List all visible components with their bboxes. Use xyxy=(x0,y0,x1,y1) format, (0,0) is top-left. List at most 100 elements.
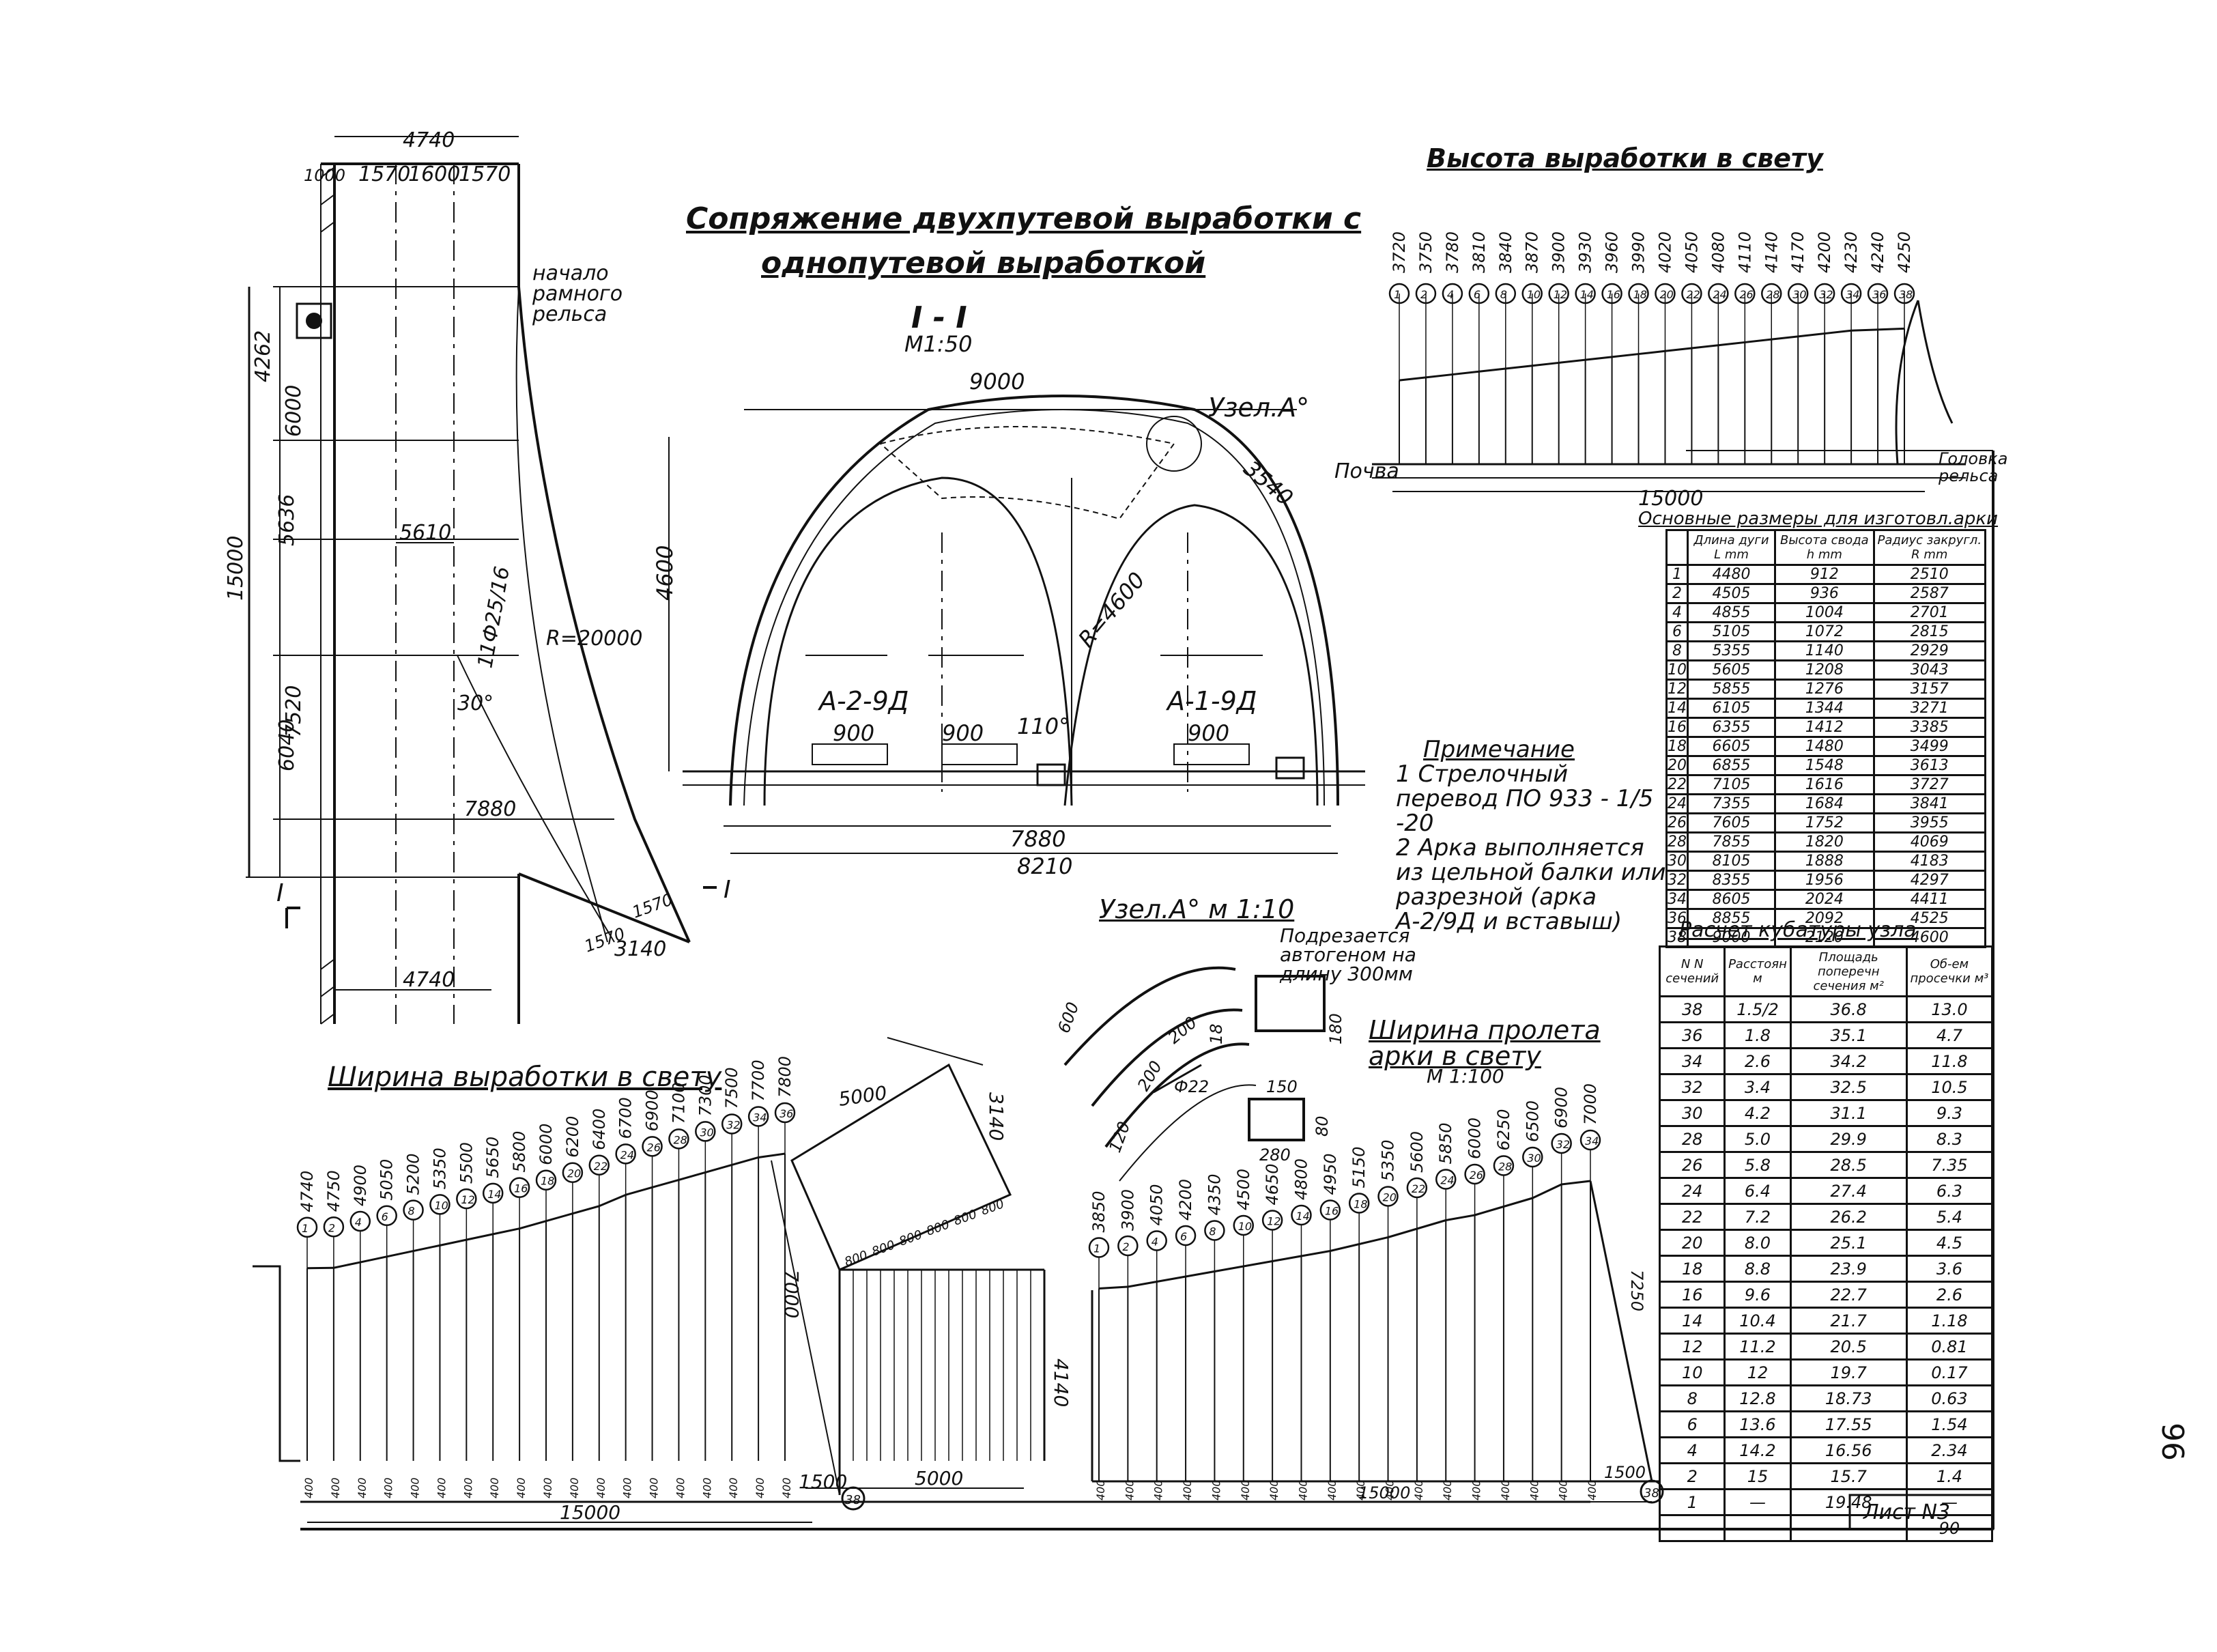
table-cell: 36 xyxy=(1665,908,1689,929)
span-end: 1500 xyxy=(1604,1463,1646,1482)
span-section-marker xyxy=(1088,1237,1110,1258)
table-cell: 2.34 xyxy=(1905,1436,1994,1464)
table-cell: 8 xyxy=(1665,640,1689,661)
span-profile-seg xyxy=(1416,1219,1446,1230)
node-dim: 150 xyxy=(1266,1077,1298,1096)
table-cell: 3955 xyxy=(1872,812,1987,834)
height-profile-seg xyxy=(1718,341,1745,347)
table-cell: 2 xyxy=(1658,1462,1726,1490)
width-section-marker xyxy=(349,1210,371,1232)
span-section-marker xyxy=(1522,1146,1543,1168)
table-cell xyxy=(1789,1514,1908,1542)
width-spacing: 400 xyxy=(595,1477,607,1498)
width-end-marker xyxy=(841,1486,866,1511)
width-chart-title: Ширина выработки в свету xyxy=(328,1062,722,1093)
width-section-num: 8 xyxy=(408,1205,415,1218)
width-profile-seg xyxy=(360,1255,387,1264)
span-profile-seg xyxy=(1561,1180,1591,1186)
table-cell: 6105 xyxy=(1686,698,1777,719)
node-dim: 600 xyxy=(1054,999,1083,1036)
arch-table-title: Основные размеры для изготовл.арки xyxy=(1638,509,1999,529)
width-profile-seg xyxy=(704,1164,732,1173)
span-section-marker xyxy=(1146,1230,1167,1251)
table-cell: 30 xyxy=(1665,851,1689,872)
span-section-num: 30 xyxy=(1527,1152,1541,1165)
table-cell: 11.2 xyxy=(1723,1333,1792,1361)
width-section-marker xyxy=(376,1205,397,1227)
width-profile-seg xyxy=(731,1156,759,1166)
span-profile-seg xyxy=(1532,1183,1562,1199)
table-cell: 31.1 xyxy=(1789,1099,1908,1127)
width-spacing: 400 xyxy=(461,1477,474,1498)
width-profile-seg xyxy=(652,1178,679,1188)
span-profile-seg xyxy=(1330,1243,1360,1252)
table-cell: 2 xyxy=(1665,583,1689,604)
table-cell: 38 xyxy=(1658,995,1726,1023)
node-cut-note: Подрезается xyxy=(1280,924,1410,947)
height-section-marker xyxy=(1893,283,1915,304)
span-right-h: 7250 xyxy=(1627,1270,1646,1311)
span-spacing: 400 xyxy=(1586,1479,1599,1500)
table-cell: 4183 xyxy=(1872,851,1987,872)
table-cell: — xyxy=(1905,1488,1994,1516)
table-cell: 3.6 xyxy=(1905,1255,1994,1283)
span-section-num: 18 xyxy=(1354,1198,1367,1211)
height-value: 3720 xyxy=(1390,231,1409,273)
height-value: 4170 xyxy=(1788,231,1807,273)
span-section-num: 2 xyxy=(1122,1240,1129,1253)
span-value: 4950 xyxy=(1321,1153,1340,1195)
table-total-row: 90 xyxy=(1658,1514,1994,1542)
width-value: 6000 xyxy=(537,1124,556,1165)
width-profile-seg xyxy=(492,1227,520,1236)
plan-dim: 1570 xyxy=(358,162,410,186)
table-cell: 5355 xyxy=(1686,640,1777,661)
table-cell: 3499 xyxy=(1872,736,1987,757)
height-section-marker xyxy=(1761,283,1782,304)
width-section-num: 14 xyxy=(487,1188,501,1201)
table-header-cell: N N сечений xyxy=(1658,945,1726,997)
arc-length: 3540 xyxy=(1239,455,1298,511)
table-cell: 2092 xyxy=(1774,908,1875,929)
table-cell: 26 xyxy=(1658,1151,1726,1179)
width-profile-seg xyxy=(572,1205,600,1215)
table-cell: 10 xyxy=(1665,659,1689,681)
width-section-num: 30 xyxy=(700,1126,713,1139)
span-value: 5850 xyxy=(1436,1122,1455,1164)
section-title: I - I xyxy=(911,300,967,335)
width-value: 7100 xyxy=(669,1082,688,1124)
height-value: 4080 xyxy=(1708,231,1728,273)
width-cell: 800 xyxy=(898,1227,924,1249)
table-cell: 22.7 xyxy=(1789,1281,1908,1309)
span-section-marker xyxy=(1175,1225,1197,1247)
width-section-num: 32 xyxy=(726,1118,740,1131)
width-profile-seg xyxy=(599,1193,627,1208)
height-section-marker xyxy=(1442,283,1463,304)
height-profile-seg xyxy=(1798,332,1825,338)
table-cell: 2024 xyxy=(1774,889,1875,910)
span-profile-seg xyxy=(1445,1214,1475,1221)
span-value: 4200 xyxy=(1176,1179,1195,1221)
height-profile-seg xyxy=(1399,376,1427,382)
width-section-marker xyxy=(615,1143,636,1165)
span-value: 6900 xyxy=(1552,1087,1571,1128)
node-cut-note: длину 300мм xyxy=(1279,963,1413,985)
table-cell: 24 xyxy=(1658,1177,1726,1205)
rail-label: рельса xyxy=(532,302,607,326)
table-cell: 20 xyxy=(1665,755,1689,776)
plan-dim: 4740 xyxy=(403,968,455,992)
table-cell: 32 xyxy=(1665,870,1689,891)
table-cell: 14.2 xyxy=(1723,1436,1792,1464)
table-cell: 4525 xyxy=(1872,908,1987,929)
table-cell: 3841 xyxy=(1872,793,1987,814)
height-value: 3930 xyxy=(1576,231,1595,273)
span-value: 6000 xyxy=(1465,1117,1485,1159)
height-section-num: 10 xyxy=(1527,288,1541,301)
section-dims: 9000 4600 3540 R=4600 110° А-2-9Д А-1-9Д… xyxy=(652,369,1309,879)
note-item: 2 Арка выполняется из цельной балки или … xyxy=(1396,834,1666,935)
span-section-num: 14 xyxy=(1296,1210,1309,1223)
